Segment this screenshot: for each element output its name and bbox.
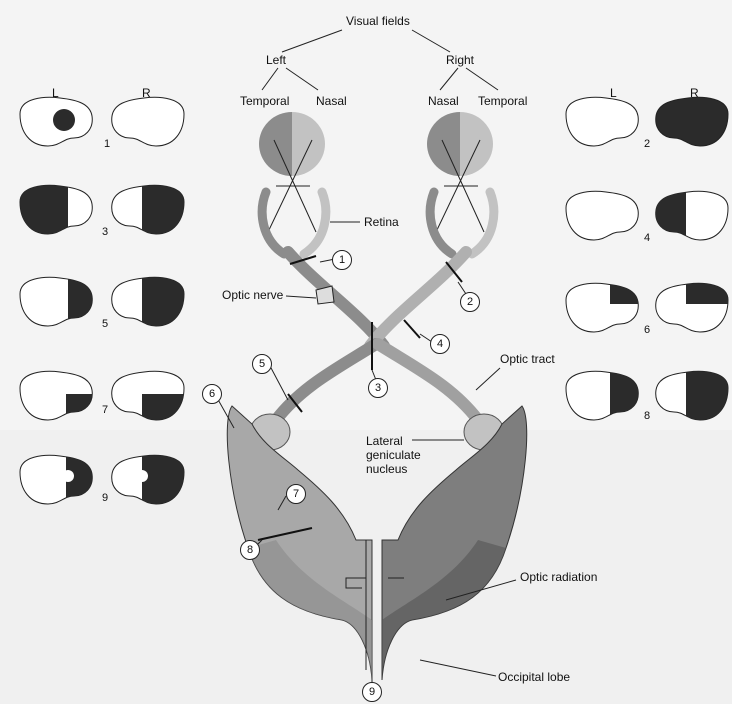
- field-defect-4-left: [566, 191, 638, 240]
- field-number-4: 4: [644, 232, 650, 244]
- left-column-r: R: [142, 86, 151, 100]
- right-eye-field: [427, 112, 493, 176]
- field-number-5: 5: [102, 318, 108, 330]
- visual-fields-title: Visual fields: [346, 14, 410, 28]
- field-defect-1: [20, 97, 92, 146]
- left-column-l: L: [52, 86, 59, 100]
- field-defect-5: [20, 272, 98, 332]
- left-nasal-label: Nasal: [316, 94, 347, 108]
- left-eye-field: [259, 112, 325, 176]
- occipital-lobe-label: Occipital lobe: [498, 670, 570, 684]
- lesion-marker-8: 8: [240, 540, 260, 560]
- retina-label: Retina: [364, 215, 399, 229]
- field-defect-1-right: [112, 97, 184, 146]
- field-defect-2-left: [566, 97, 638, 146]
- field-defect-2: [656, 97, 728, 146]
- optic-radiation-label: Optic radiation: [520, 570, 597, 584]
- right-column-l: L: [610, 86, 617, 100]
- left-temporal-label: Temporal: [240, 94, 289, 108]
- left-label: Left: [266, 53, 286, 67]
- lesion-marker-3: 3: [368, 378, 388, 398]
- right-column-r: R: [690, 86, 699, 100]
- field-number-8: 8: [644, 410, 650, 422]
- optic-tract-label: Optic tract: [500, 352, 555, 366]
- lesion-marker-4: 4: [430, 334, 450, 354]
- field-defect-4: [646, 186, 728, 246]
- lesion-marker-7: 7: [286, 484, 306, 504]
- field-number-3: 3: [102, 226, 108, 238]
- field-number-2: 2: [644, 138, 650, 150]
- lesion-marker-2: 2: [460, 292, 480, 312]
- lesion-marker-9: 9: [362, 682, 382, 702]
- field-defect-5-right: [112, 272, 192, 332]
- field-defect-6-left: [566, 278, 644, 332]
- right-temporal-label: Temporal: [478, 94, 527, 108]
- field-defect-8-left: [566, 366, 644, 426]
- field-defect-6: [656, 278, 732, 332]
- right-nasal-label: Nasal: [428, 94, 459, 108]
- field-defect-7-right: [112, 371, 192, 428]
- field-defect-3-right: [112, 180, 192, 240]
- lesion-marker-1: 1: [332, 250, 352, 270]
- lesion-marker-6: 6: [202, 384, 222, 404]
- lesion-marker-5: 5: [252, 354, 272, 374]
- field-defect-3: [20, 180, 92, 240]
- field-number-7: 7: [102, 404, 108, 416]
- field-number-9: 9: [102, 492, 108, 504]
- field-defect-8: [656, 366, 732, 426]
- field-number-1: 1: [104, 138, 110, 150]
- field-number-6: 6: [644, 324, 650, 336]
- right-label: Right: [446, 53, 474, 67]
- lateral-geniculate-nucleus-label: Lateral geniculate nucleus: [366, 434, 436, 476]
- field-defect-7: [20, 371, 98, 428]
- optic-nerve-label: Optic nerve: [222, 288, 283, 302]
